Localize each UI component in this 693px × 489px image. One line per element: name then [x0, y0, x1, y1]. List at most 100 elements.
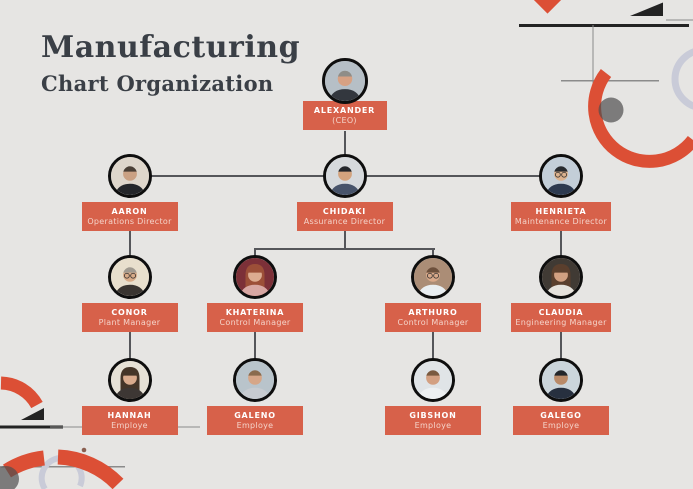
avatar-hannah: [107, 358, 152, 402]
connector-line: [128, 332, 131, 359]
avatar-fringe: [554, 166, 568, 172]
person-role: Employe: [414, 421, 452, 430]
avatar-clothes: [545, 387, 577, 399]
person-name: GALENO: [234, 411, 276, 420]
header: Manufacturing Chart Organization: [41, 30, 300, 96]
avatar-clothes: [417, 387, 449, 399]
avatar-fringe: [122, 166, 137, 172]
avatar-galeno: [233, 358, 277, 402]
person-role: Employe: [542, 421, 580, 430]
connector-line: [560, 231, 562, 256]
avatar-aaron: [107, 154, 152, 198]
person-role: Assurance Director: [303, 217, 386, 226]
avatar-photo: [110, 258, 149, 296]
avatar-clothes: [417, 284, 449, 296]
avatar-chidaki: [322, 154, 367, 198]
person-role: (CEO): [332, 116, 357, 125]
page-subtitle: Chart Organization: [41, 71, 274, 96]
avatar-arthuro: [411, 255, 455, 299]
person-role: Control Manager: [219, 318, 291, 327]
avatar-photo: [236, 361, 274, 399]
avatar-clothes: [328, 89, 361, 101]
avatar-alexander: [321, 58, 368, 104]
avatar-clothes: [113, 387, 146, 399]
avatar-clothes: [113, 183, 146, 195]
person-role: Operations Director: [87, 217, 172, 226]
person-role: Control Manager: [397, 318, 469, 327]
avatar-clothes: [545, 284, 577, 296]
avatar-clothes: [113, 284, 146, 296]
person-role: Engineering Manager: [515, 318, 607, 327]
avatar-clothes: [239, 387, 271, 399]
avatar-glasses-icon: [129, 272, 136, 279]
connector-line: [343, 231, 346, 250]
page-title: Manufacturing: [41, 30, 301, 65]
person-name: CONOR: [111, 308, 148, 317]
avatar-glasses-icon: [427, 272, 433, 279]
avatar-conor: [107, 255, 152, 299]
person-name: HANNAH: [107, 411, 152, 420]
avatar-khaterina: [233, 255, 277, 299]
person-name: AARON: [111, 207, 148, 216]
connector-line: [254, 332, 256, 359]
avatar-photo: [325, 157, 364, 195]
person-name: CLAUDIA: [538, 308, 584, 317]
person-role: Employe: [236, 421, 274, 430]
avatar-fringe: [337, 166, 352, 172]
avatar-photo: [414, 361, 452, 399]
connector-line: [560, 332, 562, 359]
avatar-glasses-icon: [433, 272, 439, 279]
person-name: HENRIETA: [535, 207, 587, 216]
avatar-photo: [414, 258, 452, 296]
avatar-fringe: [248, 267, 262, 273]
person-role: Plant Manager: [98, 318, 161, 327]
person-name: GIBSHON: [409, 411, 457, 420]
avatar-photo: [542, 361, 580, 399]
avatar-photo: [324, 61, 365, 101]
avatar-glasses-icon: [123, 272, 130, 279]
person-role: Maintenance Director: [514, 217, 608, 226]
avatar-fringe: [554, 267, 568, 273]
connector-line: [432, 249, 434, 257]
connector-line: [343, 130, 346, 177]
avatar-fringe: [122, 370, 137, 376]
person-role: Employe: [111, 421, 148, 430]
avatar-photo: [236, 258, 274, 296]
avatar-clothes: [545, 183, 577, 195]
avatar-glasses-icon: [561, 171, 567, 178]
connector-line: [432, 332, 434, 359]
label-box-alexander: ALEXANDER(CEO): [302, 101, 387, 130]
avatar-claudia: [539, 255, 583, 299]
connector-line: [254, 248, 435, 250]
avatar-photo: [110, 157, 149, 195]
connector-line: [254, 249, 256, 257]
avatar-henrieta: [539, 154, 583, 198]
avatar-fringe: [554, 370, 568, 376]
avatar-fringe: [248, 370, 262, 376]
avatar-photo: [110, 361, 149, 399]
person-name: GALEGO: [540, 411, 582, 420]
connector-line: [128, 231, 131, 256]
avatar-clothes: [239, 284, 271, 296]
avatar-fringe: [337, 70, 352, 77]
person-name: ARTHURO: [408, 308, 458, 317]
avatar-fringe: [122, 267, 137, 273]
avatar-glasses-icon: [555, 171, 561, 178]
person-name: CHIDAKI: [322, 207, 367, 216]
avatar-fringe: [426, 370, 440, 376]
avatar-galego: [539, 358, 583, 402]
avatar-gibshon: [411, 358, 455, 402]
avatar-photo: [542, 157, 580, 195]
person-name: ALEXANDER: [313, 106, 376, 115]
avatar-fringe: [426, 267, 440, 273]
